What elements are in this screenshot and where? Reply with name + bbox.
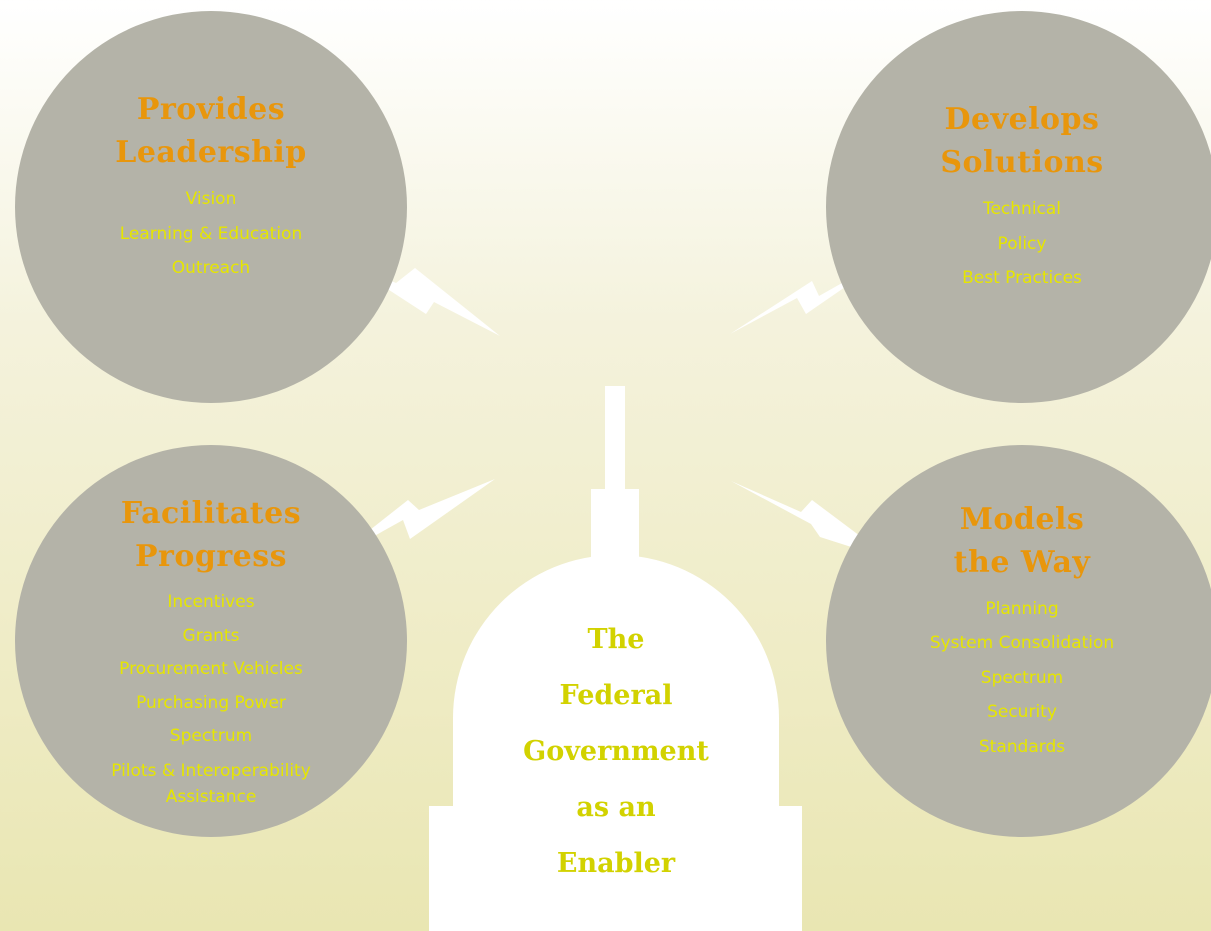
- title-line: Leadership: [115, 135, 307, 171]
- list-item: Vision: [185, 189, 237, 210]
- list-item: Spectrum: [169, 726, 253, 747]
- list-item: Best Practices: [962, 268, 1082, 289]
- circle-provides-leadership: Provides Leadership Vision Learning & Ed…: [15, 11, 407, 403]
- circle-develops-solutions: Develops Solutions Technical Policy Best…: [826, 11, 1211, 403]
- lightning-bolt-icon-bottom-right: [731, 481, 892, 560]
- list-item: Procurement Vehicles: [119, 659, 303, 680]
- title-line: the Way: [953, 544, 1091, 580]
- center-line: The: [587, 624, 645, 655]
- list-item: Learning & Education: [119, 223, 303, 244]
- item-list: Incentives Grants Procurement Vehicles P…: [96, 586, 326, 810]
- list-item: Pilots & Interoperability Assistance: [111, 760, 311, 807]
- list-item: Grants: [182, 625, 240, 646]
- capitol-dome-icon: [429, 386, 802, 931]
- list-item: Outreach: [171, 258, 251, 279]
- lightning-bolt-icon-top-right: [730, 256, 890, 334]
- title-line: Develops: [944, 102, 1100, 138]
- list-item: Technical: [982, 199, 1062, 220]
- title-line: Provides: [136, 92, 286, 128]
- list-item: Policy: [997, 233, 1047, 254]
- list-item: Spectrum: [980, 667, 1064, 688]
- circle-title: Models the Way: [954, 498, 1091, 584]
- list-item: Incentives: [167, 592, 255, 613]
- circle-title: Develops Solutions: [940, 98, 1103, 184]
- list-item: Standards: [978, 736, 1066, 757]
- circle-facilitates-progress: Facilitates Progress Incentives Grants P…: [15, 445, 407, 837]
- center-line: Enabler: [556, 848, 676, 879]
- circle-models-the-way: Models the Way Planning System Consolida…: [826, 445, 1211, 837]
- center-label: The Federal Government as an Enabler: [453, 612, 779, 892]
- item-list: Technical Policy Best Practices: [962, 192, 1082, 296]
- circle-title: Provides Leadership: [115, 88, 307, 174]
- circle-title: Facilitates Progress: [121, 492, 301, 578]
- list-item: Purchasing Power: [136, 692, 286, 713]
- center-line: as an: [576, 792, 656, 823]
- center-line: Federal: [559, 680, 673, 711]
- title-line: Facilitates: [120, 496, 302, 532]
- list-item: Planning: [985, 598, 1059, 619]
- center-line: Government: [523, 736, 709, 767]
- title-line: Solutions: [940, 145, 1104, 181]
- item-list: Vision Learning & Education Outreach: [120, 182, 303, 286]
- title-line: Progress: [134, 539, 288, 575]
- lightning-bolt-icon-bottom-left: [333, 479, 495, 559]
- title-line: Models: [959, 501, 1085, 537]
- item-list: Planning System Consolidation Spectrum S…: [930, 592, 1114, 765]
- list-item: System Consolidation: [929, 633, 1115, 654]
- list-item: Security: [987, 702, 1057, 723]
